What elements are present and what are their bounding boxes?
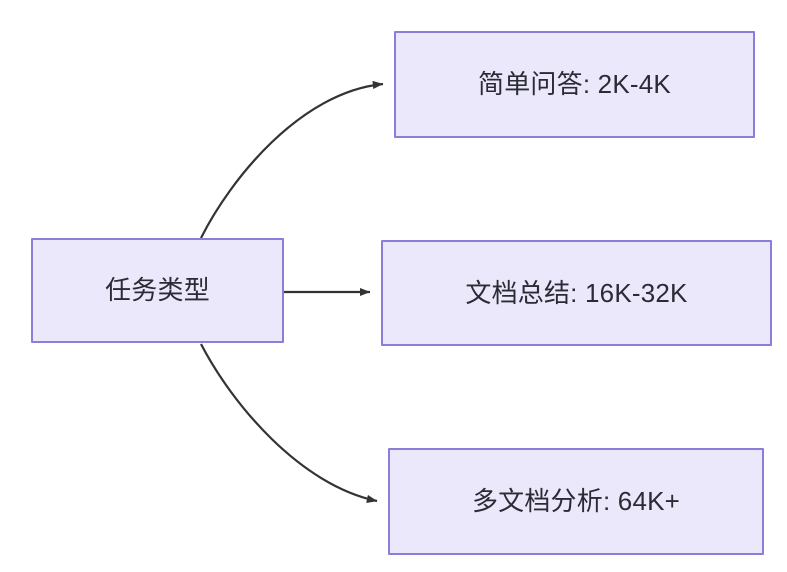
node-doc-summary[interactable]: 文档总结: 16K-32K [381,240,772,346]
node-multi-doc-analysis[interactable]: 多文档分析: 64K+ [388,448,764,555]
node-simple-qa[interactable]: 简单问答: 2K-4K [394,31,755,138]
node-task-type[interactable]: 任务类型 [31,238,284,343]
node-simple-qa-label: 简单问答: 2K-4K [478,69,671,100]
node-task-type-label: 任务类型 [105,275,210,306]
node-doc-summary-label: 文档总结: 16K-32K [465,277,688,308]
edge-to-multi-doc [200,343,378,503]
edge-to-simple-qa [200,80,384,239]
node-multi-doc-analysis-label: 多文档分析: 64K+ [471,486,681,517]
